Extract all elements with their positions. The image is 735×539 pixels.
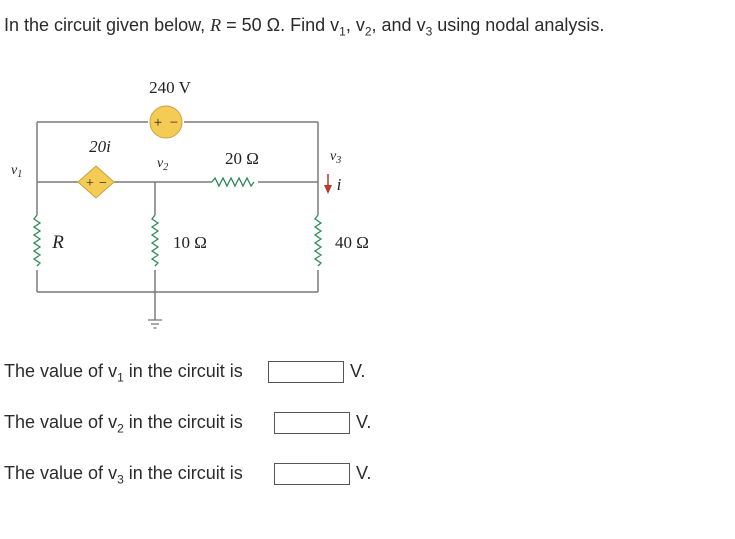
v1-answer-input[interactable]	[268, 361, 344, 383]
dep-source-minus: −	[99, 176, 107, 191]
node-label-v2: v2	[157, 156, 168, 173]
resistor-r	[32, 214, 42, 267]
dependent-voltage-source: + −	[77, 165, 115, 199]
node-label-v3: v3	[330, 149, 341, 166]
source-plus: +	[154, 115, 162, 131]
ground-icon	[148, 319, 162, 329]
label-current-i: i	[337, 175, 342, 194]
label-20-ohm: 20 Ω	[225, 149, 259, 168]
label-resistor-r: R	[51, 232, 64, 253]
node-label-v1: v1	[11, 163, 22, 180]
label-40-ohm: 40 Ω	[335, 233, 369, 252]
v2-unit: V.	[356, 412, 372, 432]
v3-answer-input[interactable]	[274, 463, 350, 485]
resistor-40-ohm	[313, 214, 323, 267]
label-dependent-source: 20i	[89, 137, 111, 156]
question-text: In the circuit given below, R = 50 Ω. Fi…	[4, 15, 605, 39]
dep-source-plus: +	[86, 176, 94, 191]
source-minus: −	[170, 115, 178, 131]
r-symbol: R	[210, 15, 222, 35]
resistor-10-ohm	[150, 214, 160, 267]
v2-answer-input[interactable]	[274, 412, 350, 434]
voltage-source-240v: + −	[149, 105, 183, 139]
resistor-20-ohm	[211, 176, 255, 188]
label-10-ohm: 10 Ω	[173, 233, 207, 252]
v3-unit: V.	[356, 463, 372, 483]
label-240v: 240 V	[149, 78, 191, 97]
circuit-diagram: + − + − 240 V 20i 20 Ω 10 Ω 40 Ω R i v1 …	[11, 78, 369, 329]
wires	[36, 121, 319, 320]
v1-unit: V.	[350, 361, 366, 381]
current-arrow-icon	[324, 174, 332, 194]
